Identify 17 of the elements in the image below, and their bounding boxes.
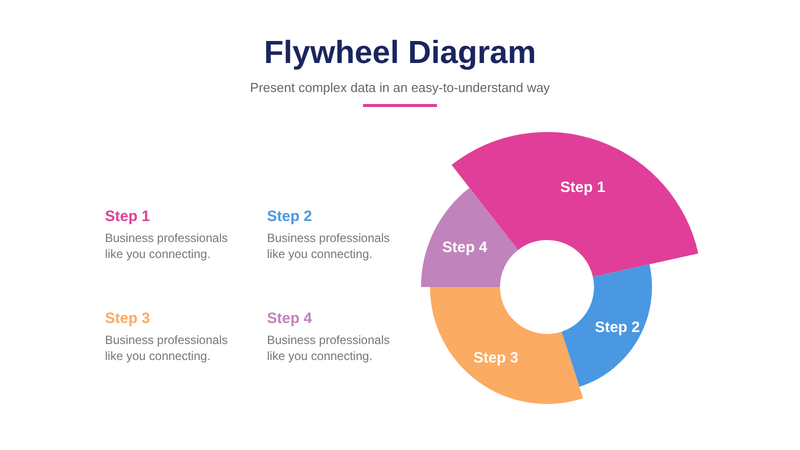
step-description: Business professionals like you connecting. — [267, 230, 391, 262]
wheel-segment — [421, 188, 518, 287]
segment-label: Step 4 — [442, 238, 488, 256]
diagram-title: Flywheel Diagram — [262, 34, 538, 71]
step-description: Business professionals like you connecting. — [105, 230, 229, 262]
wheel-segment — [562, 264, 652, 387]
segment-label: Step 2 — [594, 319, 640, 336]
step-heading: Step 4 — [267, 310, 312, 327]
step-description: Business professionals like you connecting. — [105, 332, 229, 364]
segment-label: Step 3 — [473, 349, 518, 366]
step-description: Business professionals like you connecting. — [267, 332, 391, 364]
wheel-segment — [430, 287, 584, 404]
step-heading: Step 2 — [267, 208, 312, 225]
subtitle: Present complex data in an easy-to-understand way — [249, 80, 551, 95]
segment-label: Step 1 — [560, 179, 606, 196]
step-heading: Step 1 — [105, 208, 150, 225]
step-heading: Step 3 — [105, 310, 150, 327]
